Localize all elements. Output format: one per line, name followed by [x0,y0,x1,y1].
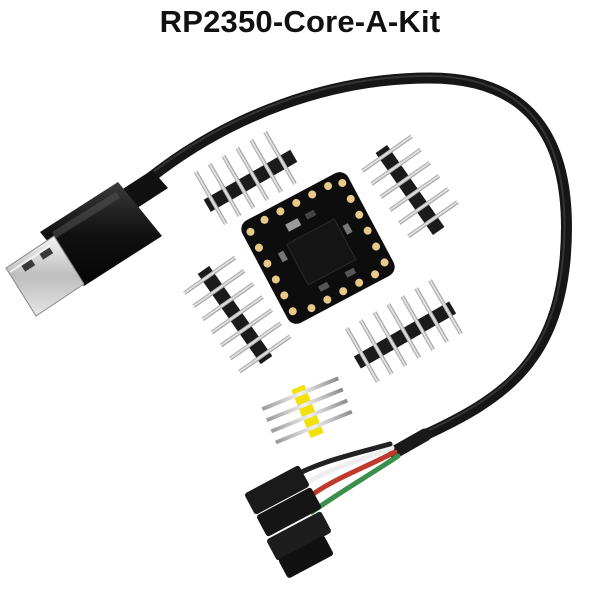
product-title: RP2350-Core-A-Kit [159,4,441,39]
usb-a-plug-icon [5,170,168,317]
pin-header-icon [361,134,459,239]
pin-header-icon [194,131,298,226]
yellow-pin-header-icon [261,376,353,445]
dupont-connector-icon [245,465,334,578]
pin-header-icon [345,279,463,383]
pin-header-icon [183,255,292,374]
usb-cable-icon [144,72,572,459]
rp2350-board-icon [241,172,395,324]
